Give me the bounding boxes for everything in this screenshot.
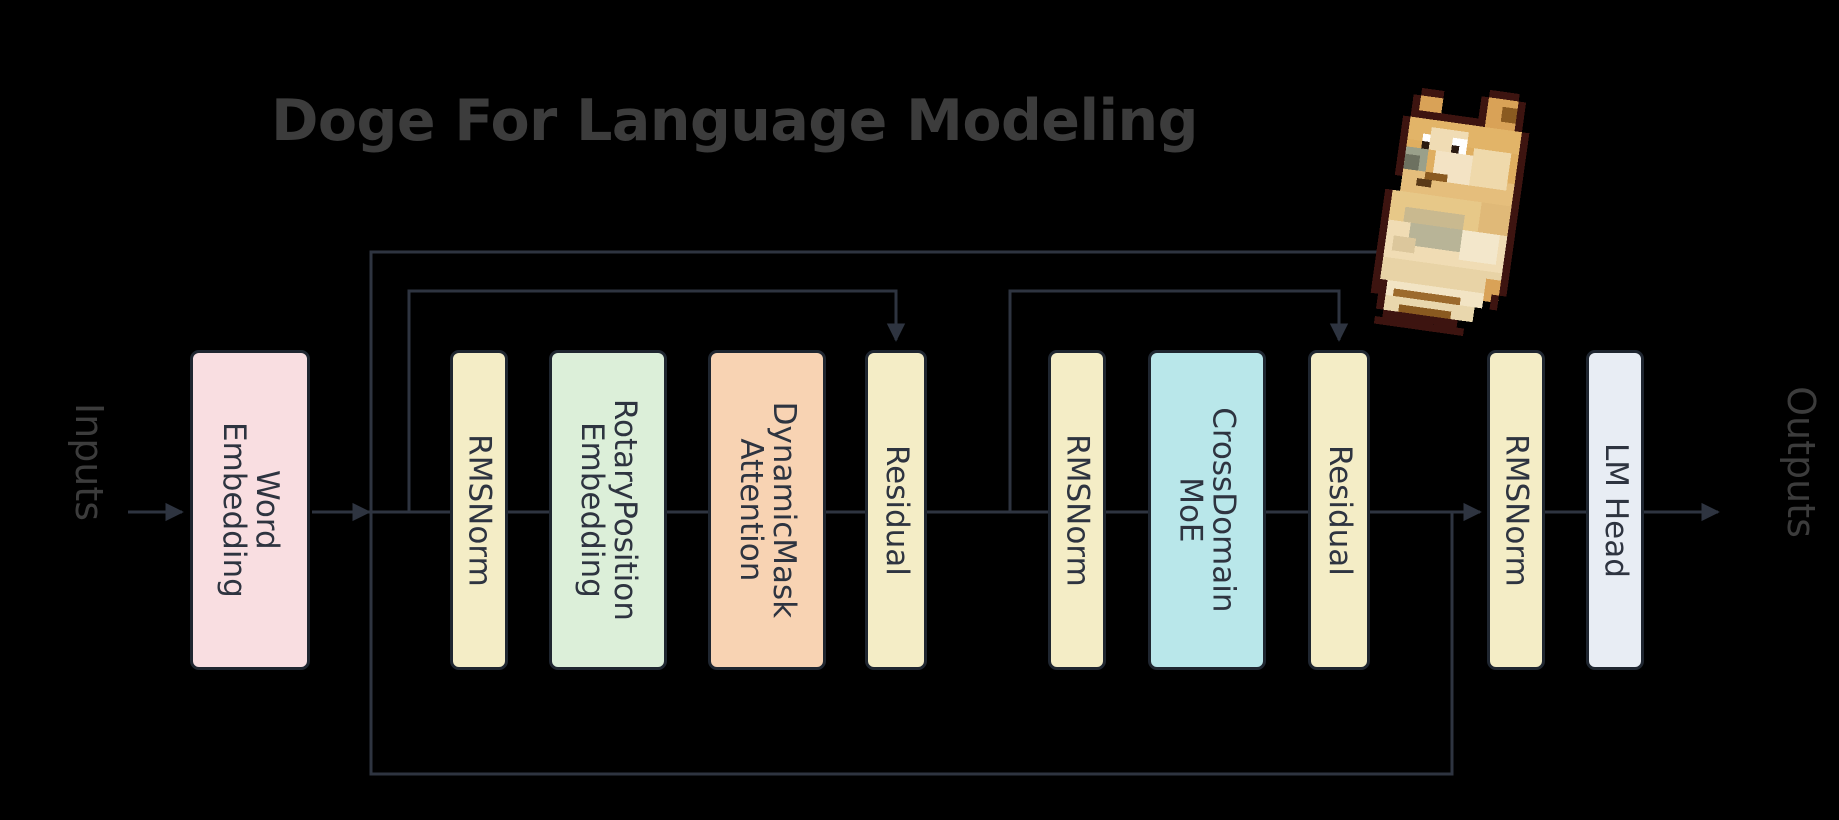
- node-label-line1: RMSNorm: [1059, 433, 1096, 587]
- node-label: LM Head: [1597, 442, 1634, 578]
- doge-pixel-art-icon: [1370, 87, 1530, 337]
- node-label: Residual: [1321, 444, 1358, 576]
- node-residual-2[interactable]: Residual: [1308, 350, 1370, 670]
- input-label: Inputs: [67, 402, 112, 522]
- node-label-line1: Residual: [1321, 444, 1358, 576]
- node-label-line1: DynamicMask: [765, 401, 802, 619]
- node-label-line1: RMSNorm: [461, 433, 498, 587]
- node-label-line1: RMSNorm: [1498, 433, 1535, 587]
- node-label: RMSNorm: [1498, 433, 1535, 587]
- node-residual-1[interactable]: Residual: [865, 350, 927, 670]
- node-label: RMSNorm: [1059, 433, 1096, 587]
- node-label-line1: Residual: [878, 444, 915, 576]
- node-label-line1: LM Head: [1597, 442, 1634, 578]
- node-lm-head[interactable]: LM Head: [1586, 350, 1644, 670]
- output-label: Outputs: [1778, 386, 1823, 538]
- node-label: RMSNorm: [461, 433, 498, 587]
- node-rmsnorm-1[interactable]: RMSNorm: [450, 350, 508, 670]
- node-rmsnorm-2[interactable]: RMSNorm: [1048, 350, 1106, 670]
- diagram-title: Doge For Language Modeling: [271, 88, 1198, 154]
- node-label-line2: Attention: [733, 438, 769, 582]
- node-label-line2: Embedding: [574, 422, 610, 598]
- node-label-line2: MoE: [1173, 477, 1209, 543]
- node-label-line1: RotaryPosition: [606, 398, 643, 622]
- node-rmsnorm-3[interactable]: RMSNorm: [1487, 350, 1545, 670]
- node-label-line1: CrossDomain: [1205, 407, 1242, 613]
- node-label-line1: Word: [248, 470, 285, 550]
- node-label-line2: Embedding: [216, 422, 253, 598]
- node-label: Residual: [878, 444, 915, 576]
